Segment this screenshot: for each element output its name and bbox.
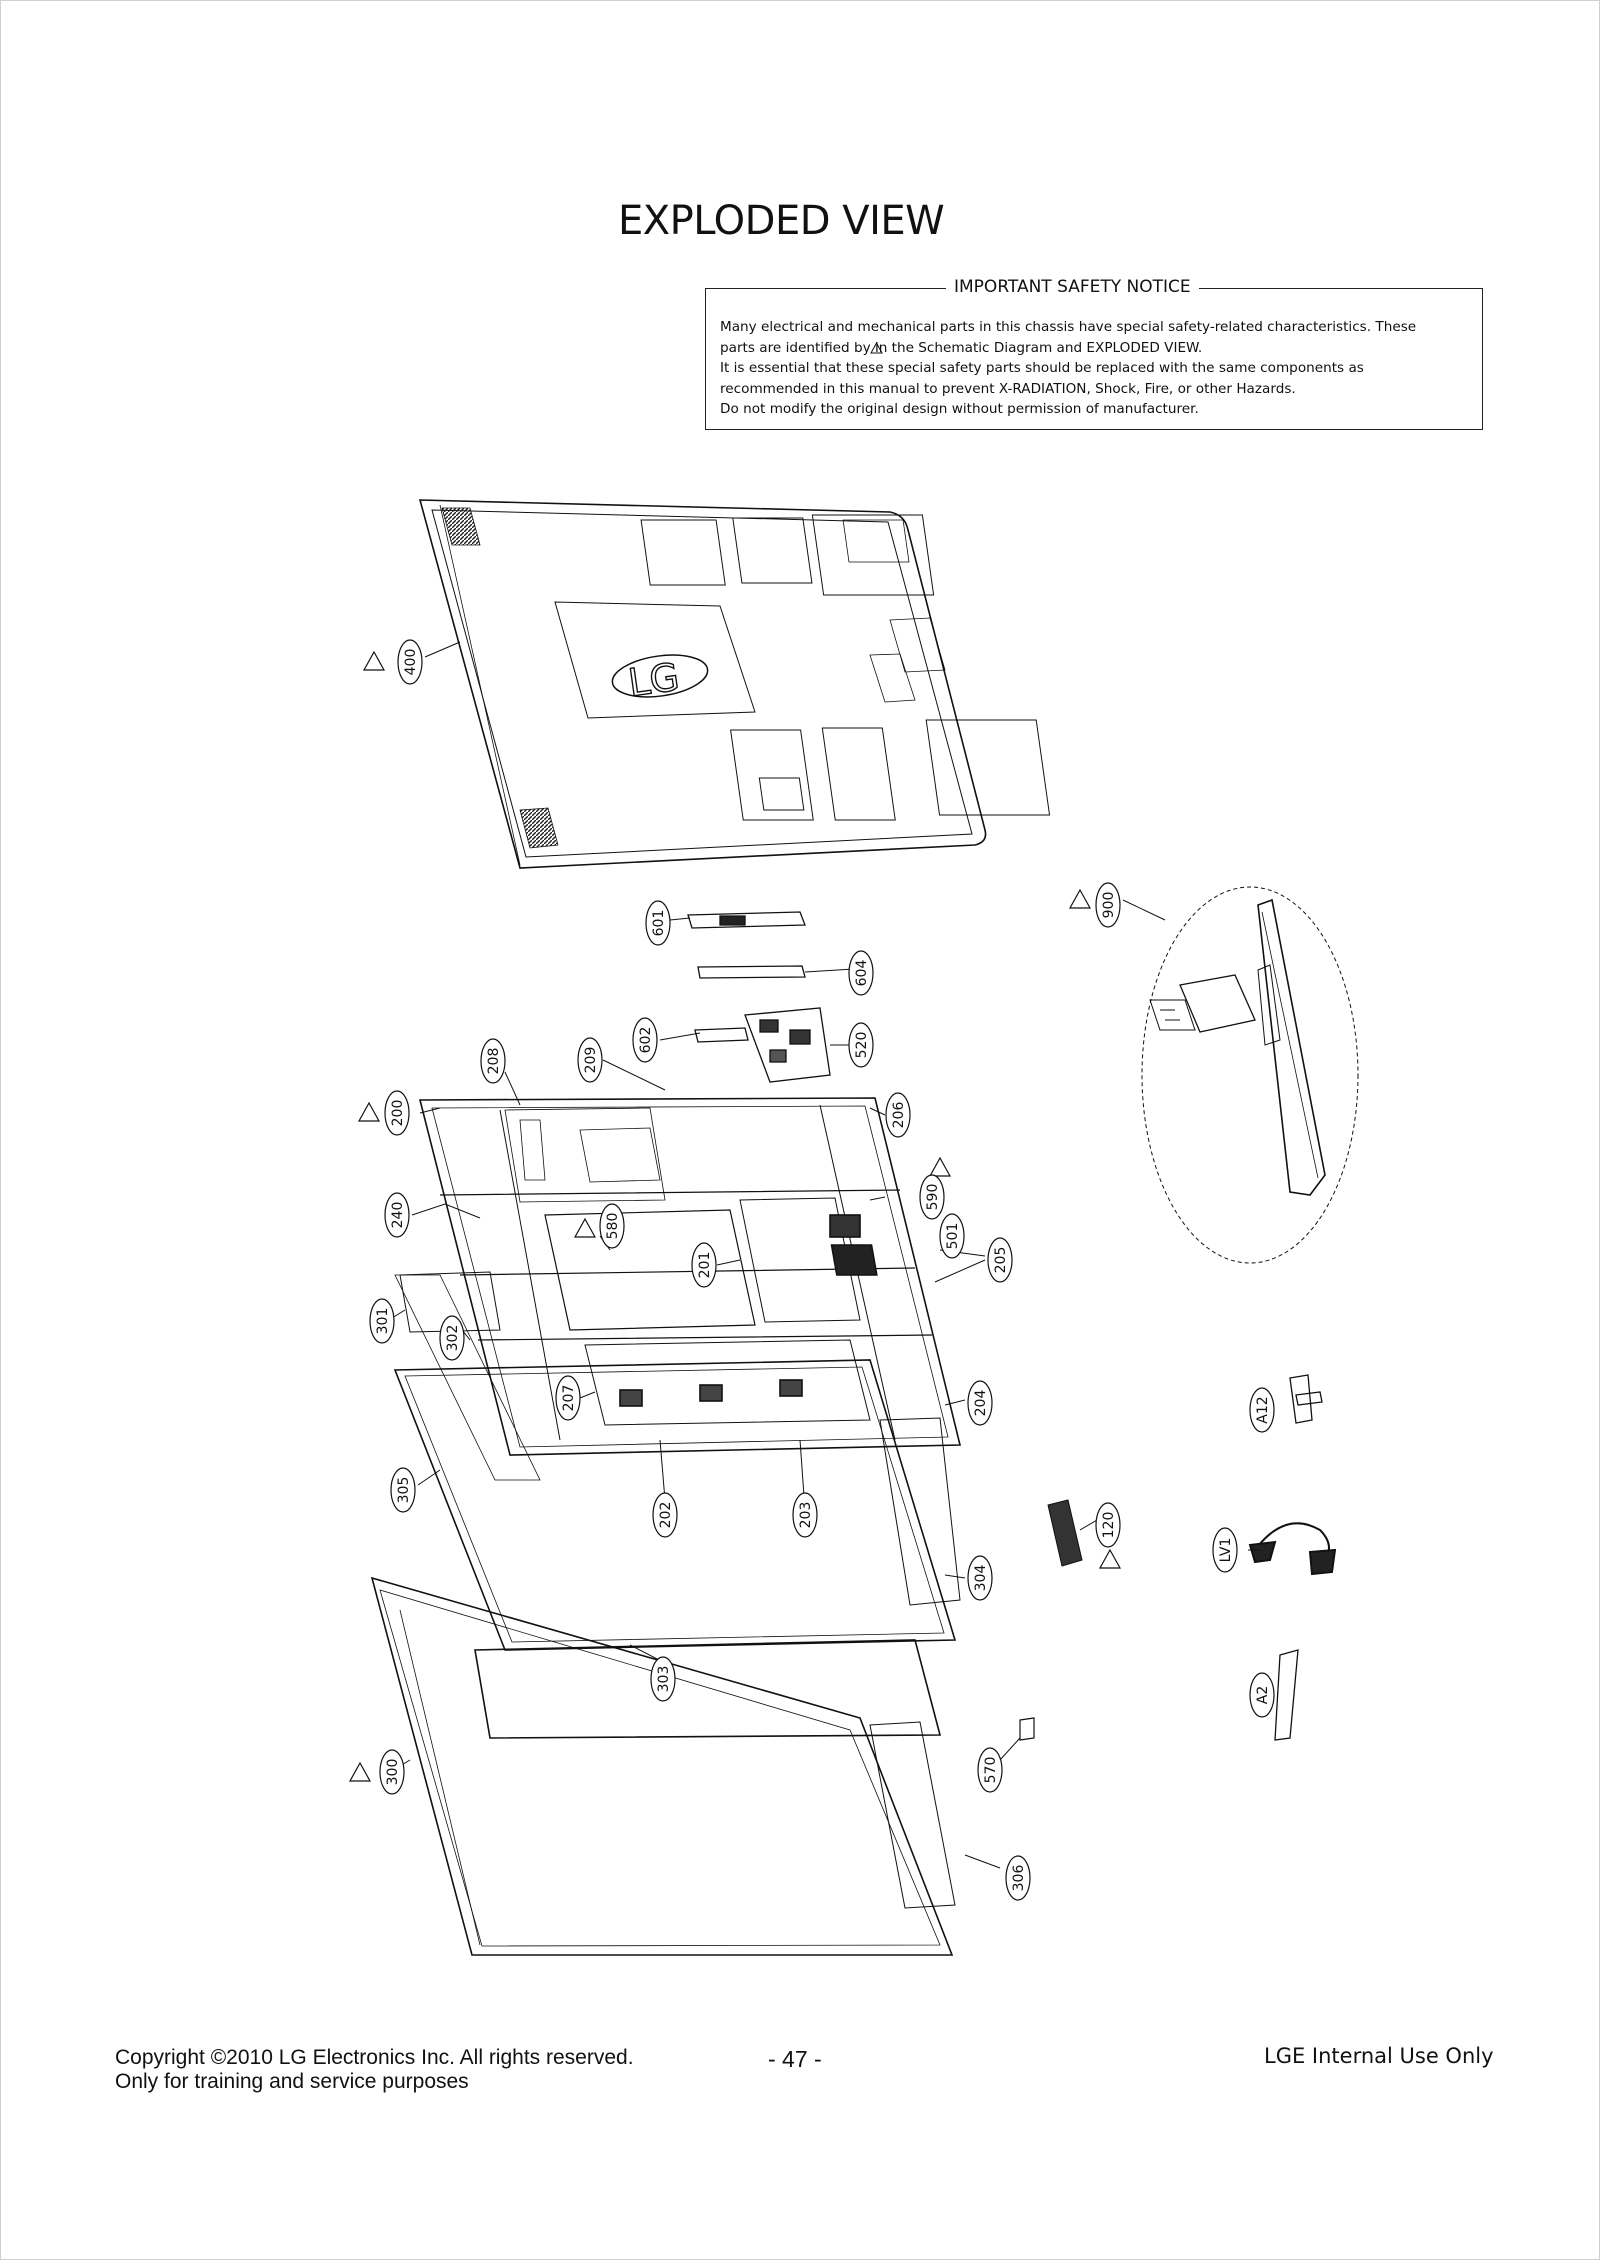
warning-triangle-icon (362, 650, 386, 671)
callout-301: 301 (375, 1308, 391, 1335)
front-cabinet (370, 1576, 956, 1956)
callout-590: 590 (925, 1184, 941, 1211)
notice-line-4: recommended in this manual to prevent X-… (720, 380, 1296, 397)
part-a2 (1274, 1649, 1299, 1741)
callout-580: 580 (605, 1213, 621, 1240)
warning-triangle-icon (573, 1217, 597, 1238)
footer-internal-use: LGE Internal Use Only (1264, 2044, 1494, 2068)
callout-900: 900 (1101, 892, 1117, 919)
footer-purpose: Only for training and service purposes (115, 2070, 469, 2093)
callout-303: 303 (656, 1666, 672, 1693)
leader-lines (389, 641, 1260, 1869)
notice-line-2: parts are identified by in the Schematic… (720, 339, 1203, 356)
warning-triangle-icon (1068, 888, 1092, 909)
page-number: - 47 - (768, 2046, 822, 2072)
callout-602: 602 (638, 1027, 654, 1054)
warning-triangles (348, 650, 1122, 1782)
footer-copyright: Copyright ©2010 LG Electronics Inc. All … (115, 2046, 634, 2069)
callout-302: 302 (445, 1325, 461, 1352)
warning-triangle-icon (870, 341, 883, 353)
back-cover: LG (418, 499, 1051, 869)
callout-200: 200 (390, 1100, 406, 1127)
callout-202: 202 (658, 1502, 674, 1529)
callout-lv1: LV1 (1218, 1538, 1234, 1563)
callout-601: 601 (651, 910, 667, 937)
callout-570: 570 (983, 1757, 999, 1784)
bracket-a12 (1289, 1374, 1323, 1424)
callout-604: 604 (854, 960, 870, 987)
notice-line-3: It is essential that these special safet… (720, 360, 1364, 376)
callout-306: 306 (1011, 1865, 1027, 1892)
callouts: 400 900 601 604 602 520 208 209 200 206 … (369, 639, 1275, 1901)
part-570 (1019, 1717, 1035, 1741)
callout-400: 400 (403, 649, 419, 676)
notice-line-2-wrap: parts are identified by in the Schematic… (720, 338, 1470, 359)
callout-304: 304 (973, 1565, 989, 1592)
warning-triangle-icon (1098, 1548, 1122, 1569)
notice-line-1: Many electrical and mechanical parts in … (720, 319, 1417, 335)
callout-209: 209 (583, 1047, 599, 1074)
cable-lv1 (1248, 1522, 1337, 1576)
callout-208: 208 (486, 1048, 502, 1075)
page-title: EXPLODED VIEW (618, 198, 945, 244)
callout-305: 305 (396, 1477, 412, 1504)
lg-logo: LG (626, 655, 682, 706)
chassis-frame (399, 1097, 962, 1456)
callout-240: 240 (390, 1202, 406, 1229)
board-601 (687, 911, 806, 929)
warning-triangle-icon (357, 1101, 381, 1122)
notice-line-5: Do not modify the original design withou… (720, 401, 1199, 417)
board-604 (697, 965, 806, 979)
safety-notice-body: Many electrical and mechanical parts in … (720, 317, 1470, 420)
speaker-120 (1047, 1499, 1083, 1567)
callout-207: 207 (561, 1385, 577, 1412)
warning-triangle-icon (348, 1761, 372, 1782)
callout-120: 120 (1101, 1512, 1117, 1539)
panel-sheets (393, 1274, 961, 1739)
callout-a12: A12 (1255, 1396, 1271, 1423)
warning-triangle-icon (928, 1156, 952, 1177)
safety-notice-box: IMPORTANT SAFETY NOTICE Many electrical … (705, 277, 1483, 430)
callout-201: 201 (697, 1252, 713, 1279)
callout-206: 206 (891, 1102, 907, 1129)
callout-a2: A2 (1255, 1686, 1271, 1704)
stand-assembly (1141, 886, 1359, 1264)
safety-notice-title: IMPORTANT SAFETY NOTICE (946, 277, 1199, 297)
callout-501: 501 (945, 1223, 961, 1250)
callout-203: 203 (798, 1502, 814, 1529)
main-board-520 (694, 1007, 831, 1083)
callout-520: 520 (854, 1032, 870, 1059)
callout-205: 205 (993, 1247, 1009, 1274)
callout-204: 204 (973, 1390, 989, 1417)
callout-300: 300 (385, 1759, 401, 1786)
footer-copyright-block: Copyright ©2010 LG Electronics Inc. All … (115, 2046, 634, 2094)
